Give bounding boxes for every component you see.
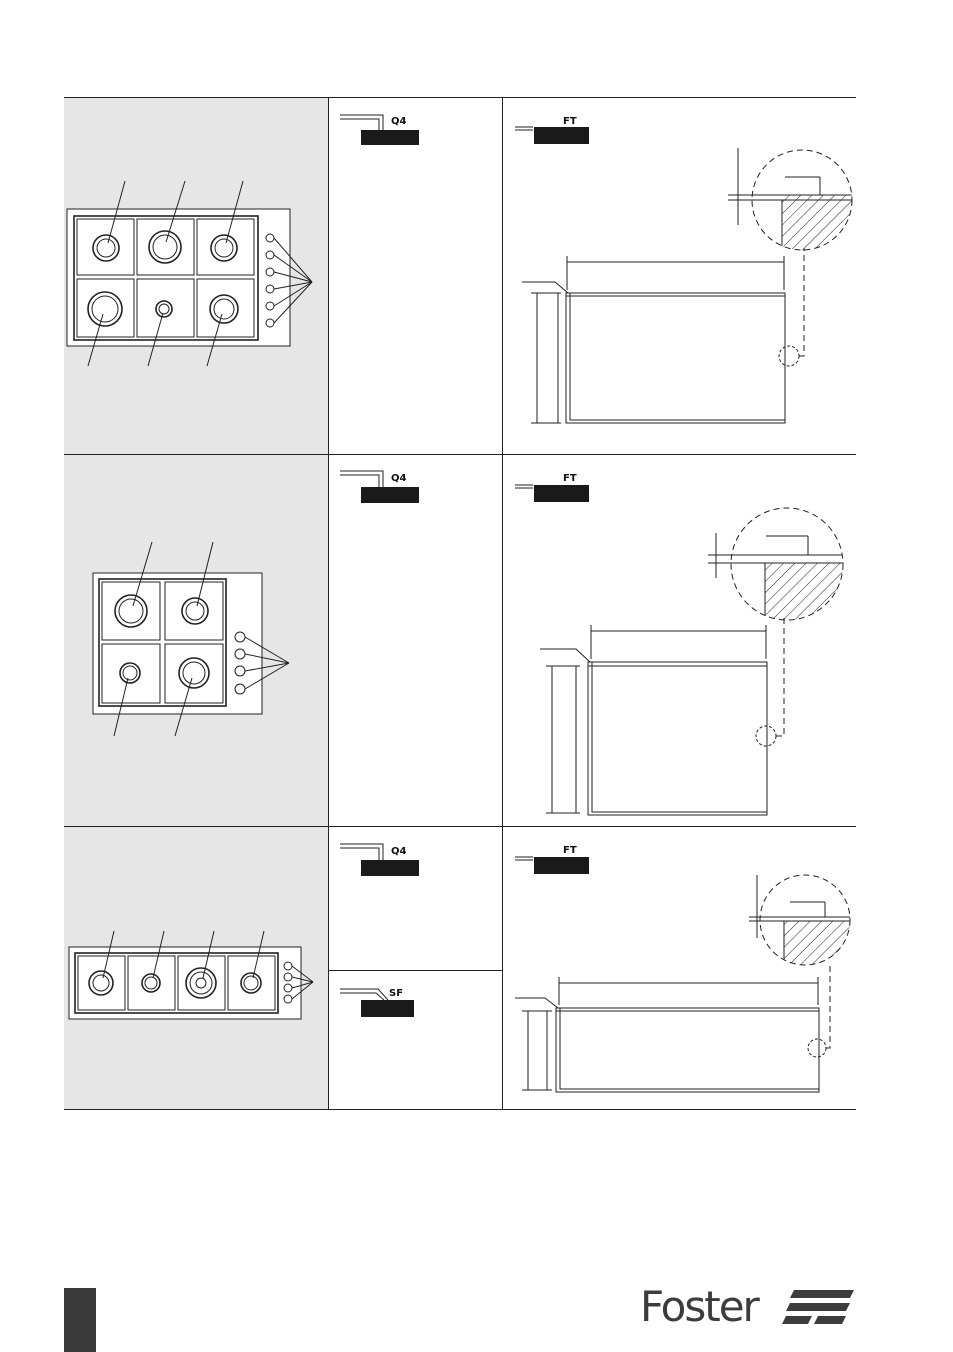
brand-wordmark: Foster	[640, 1283, 758, 1331]
page-tab-marker	[64, 1288, 96, 1352]
brand-logo-icon	[786, 1290, 856, 1326]
